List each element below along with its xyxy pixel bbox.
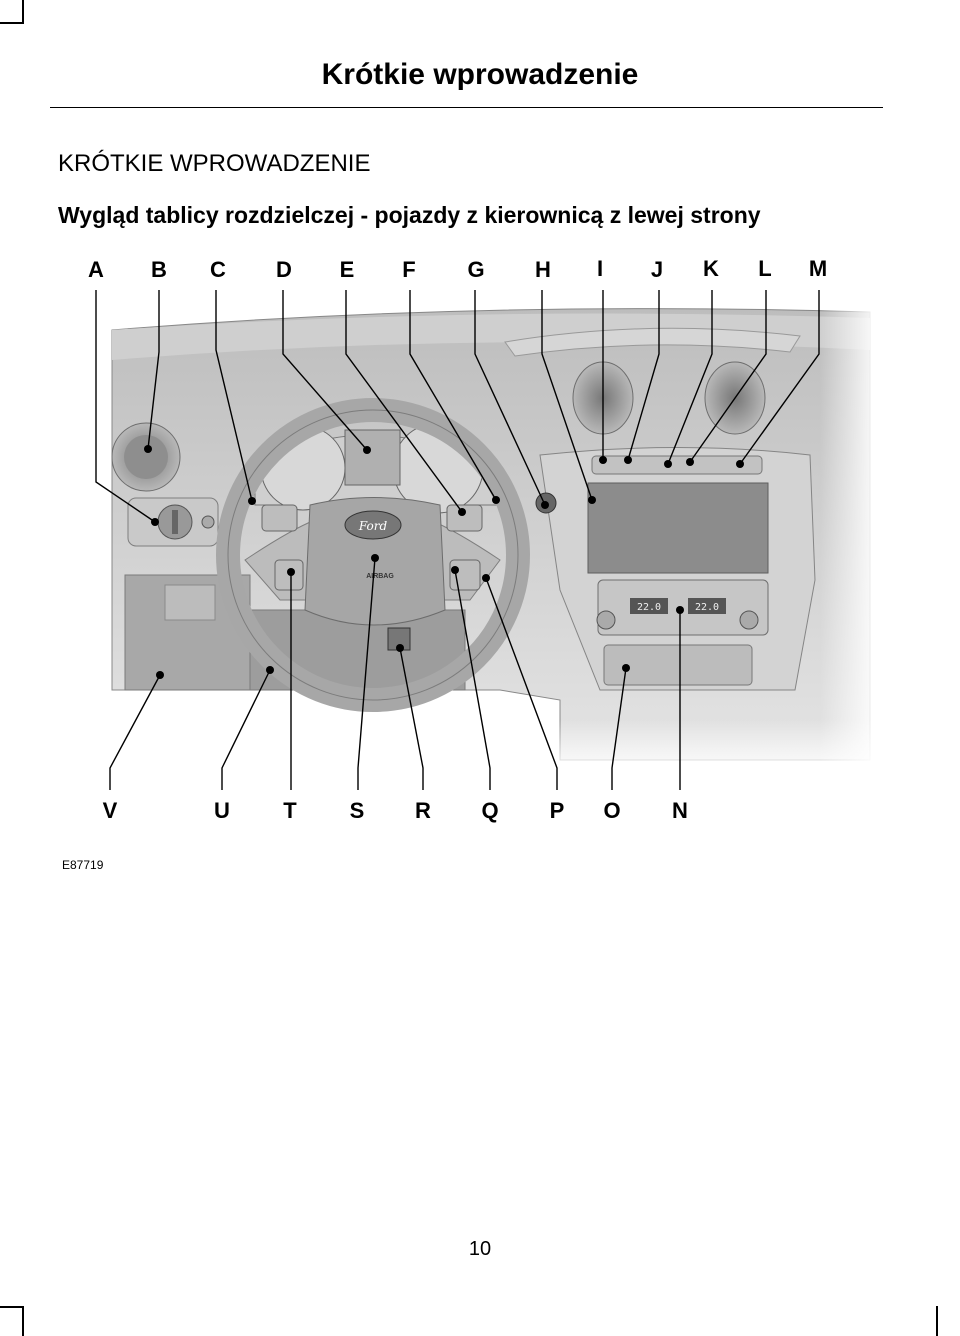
- callout-labels-bottom: V U T S R Q P O N: [103, 798, 688, 823]
- ford-logo-text: Ford: [358, 519, 388, 533]
- crop-mark: [22, 0, 24, 24]
- callout-label-j: J: [651, 257, 663, 282]
- callout-label-b: B: [151, 257, 167, 282]
- callout-label-u: U: [214, 798, 230, 823]
- callout-lines-bottom: [109, 557, 681, 790]
- callout-label-m: M: [809, 256, 827, 281]
- crop-mark: [22, 1306, 24, 1336]
- callout-label-p: P: [550, 798, 565, 823]
- callout-label-n: N: [672, 798, 688, 823]
- callout-dots-top: [144, 445, 744, 526]
- crop-mark: [0, 1306, 24, 1308]
- callout-label-q: Q: [481, 798, 498, 823]
- callout-dots-bottom: [156, 554, 684, 679]
- page-header-title: Krótkie wprowadzenie: [321, 58, 639, 91]
- callout-lines-top: [95, 290, 820, 523]
- callout-label-o: O: [603, 798, 620, 823]
- callout-label-t: T: [283, 798, 297, 823]
- section-subheading: Wygląd tablicy rozdzielczej - pojazdy z …: [58, 202, 761, 228]
- dashboard-illustration: 22.0 22.0 Ford AIRBAG: [100, 300, 890, 775]
- callout-label-i: I: [597, 256, 603, 281]
- callout-label-l: L: [758, 256, 771, 281]
- callout-label-d: D: [276, 257, 292, 282]
- figure-code: E87719: [62, 858, 104, 872]
- crop-mark: [936, 1306, 938, 1336]
- callout-label-v: V: [103, 798, 118, 823]
- callout-label-e: E: [340, 257, 355, 282]
- callout-label-g: G: [467, 257, 484, 282]
- climate-left-temp: 22.0: [637, 602, 661, 613]
- crop-mark: [0, 22, 24, 24]
- callout-label-a: A: [88, 257, 104, 282]
- airbag-text: AIRBAG: [366, 573, 394, 580]
- callout-label-s: S: [350, 798, 365, 823]
- callout-label-r: R: [415, 798, 431, 823]
- page-number: 10: [468, 1238, 492, 1260]
- callout-label-f: F: [402, 257, 415, 282]
- callout-label-k: K: [703, 256, 719, 281]
- climate-right-temp: 22.0: [695, 602, 719, 613]
- section-heading: KRÓTKIE WPROWADZENIE: [58, 150, 371, 177]
- callout-labels-top: A B C D E F G H I J K L M: [88, 256, 827, 282]
- header-rule: [50, 107, 883, 108]
- dashboard-diagram: 22.0 22.0 Ford AIRBAG: [88, 256, 890, 823]
- callout-label-c: C: [210, 257, 226, 282]
- callout-label-h: H: [535, 257, 551, 282]
